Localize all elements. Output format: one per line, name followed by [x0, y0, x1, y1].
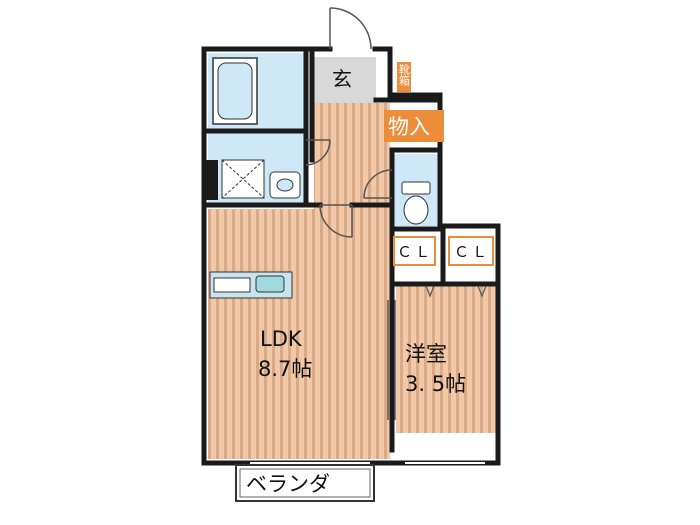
shoe-box-label: 靴箱 — [398, 63, 411, 87]
closet-1-tag-inner — [395, 238, 434, 264]
shoe-box-tag — [397, 62, 411, 92]
western-room-floor — [396, 285, 496, 433]
closet-2-tag-inner — [450, 238, 492, 264]
closet-2-label: ＣＬ — [454, 243, 490, 261]
bath-door — [305, 139, 331, 166]
veranda-railing — [239, 468, 371, 498]
washing-machine-pan — [221, 159, 265, 199]
hall-floor — [314, 103, 390, 213]
bathtub — [212, 57, 258, 125]
entrance-label: 玄 — [332, 67, 352, 91]
storage-label: 物入 — [388, 115, 430, 139]
ldk-name: LDK — [260, 327, 303, 351]
wall-block — [204, 160, 218, 200]
closet-rods — [425, 285, 487, 298]
sliding-door — [387, 300, 396, 420]
western-room-name: 洋室 — [405, 342, 447, 366]
entrance-floor — [314, 57, 376, 103]
kitchen-counter — [209, 271, 293, 299]
western-room-size: 3. 5帖 — [405, 372, 466, 396]
ldk-size: 8.7帖 — [258, 357, 312, 381]
storage-tag — [384, 110, 444, 142]
toilet-door — [363, 169, 393, 199]
ldk-door — [319, 204, 353, 238]
wash-basin — [269, 171, 301, 199]
hall-floor-right — [384, 150, 392, 210]
veranda-label: ベランダ — [246, 472, 330, 496]
toilet — [401, 181, 431, 225]
closet-1-label: ＣＬ — [397, 243, 433, 261]
entrance-door — [329, 7, 372, 50]
ldk-floor — [208, 209, 390, 459]
